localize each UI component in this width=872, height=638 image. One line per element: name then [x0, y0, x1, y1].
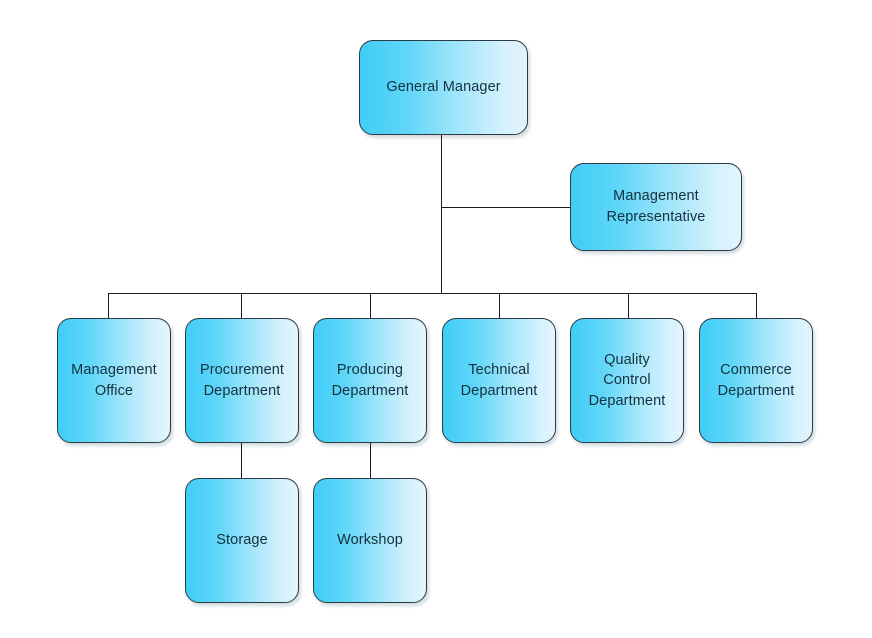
node-management-representative[interactable]: Management Representative [570, 163, 742, 251]
node-label-general-manager: General Manager [386, 79, 501, 96]
node-storage[interactable]: Storage [185, 478, 299, 603]
node-label-producing-department: Producing Department [331, 361, 409, 399]
node-label-quality-control-department: Quality Control Department [588, 351, 666, 409]
node-label-technical-department: Technical Department [460, 361, 538, 399]
node-producing-department[interactable]: Producing Department [313, 318, 427, 443]
node-workshop[interactable]: Workshop [313, 478, 427, 603]
node-label-management-representative: Management Representative [606, 188, 706, 225]
node-procurement-department[interactable]: Procurement Department [185, 318, 299, 443]
node-technical-department[interactable]: Technical Department [442, 318, 556, 443]
node-commerce-department[interactable]: Commerce Department [699, 318, 813, 443]
node-general-manager[interactable]: General Manager [359, 40, 528, 135]
node-management-office[interactable]: Management Office [57, 318, 171, 443]
node-label-procurement-department: Procurement Department [199, 361, 285, 399]
node-label-storage: Storage [216, 532, 268, 549]
node-label-management-office: Management Office [71, 361, 157, 399]
node-label-commerce-department: Commerce Department [717, 361, 795, 399]
node-quality-control-department[interactable]: Quality Control Department [570, 318, 684, 443]
node-label-workshop: Workshop [337, 532, 403, 549]
